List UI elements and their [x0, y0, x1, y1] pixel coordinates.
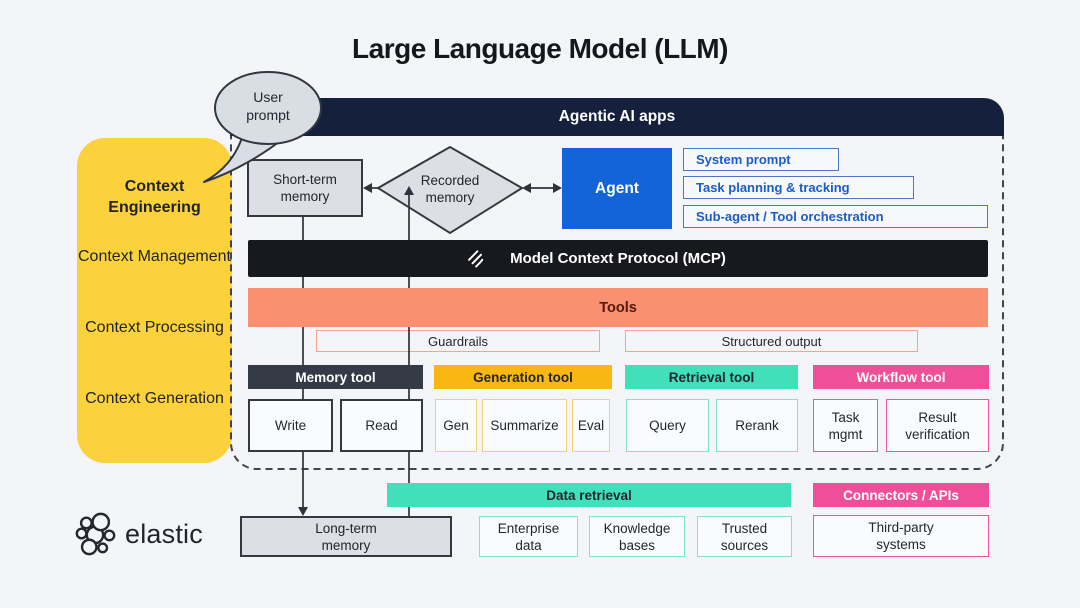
arrowhead-left-icon: [363, 183, 372, 193]
knowledge-bases-box: Knowledge bases: [589, 516, 685, 557]
arrowhead-down-icon: [298, 507, 308, 516]
page-title: Large Language Model (LLM): [352, 33, 728, 64]
data-retrieval-bar: Data retrieval: [387, 483, 791, 507]
mcp-bar: Model Context Protocol (MCP): [248, 240, 988, 277]
generation-tool-summarize: Summarize: [482, 399, 567, 452]
context-panel-item: Context Processing: [85, 319, 224, 336]
short-term-memory-label: Short-term memory: [273, 172, 337, 204]
generation-tool-eval: Eval: [572, 399, 610, 452]
retrieval-tool-header: Retrieval tool: [625, 365, 798, 389]
context-engineering-panel: [77, 138, 232, 463]
context-panel-item: Context Generation: [85, 390, 224, 407]
memory-tool-write: Write: [248, 399, 333, 452]
brand-lockup: elastic: [72, 510, 203, 558]
trusted-sources-box: Trusted sources: [697, 516, 792, 557]
workflow-tool-result-verification: Result verification: [886, 399, 989, 452]
guardrails-box: Guardrails: [316, 330, 600, 352]
brand-name: elastic: [125, 518, 203, 549]
mcp-label: Model Context Protocol (MCP): [510, 250, 726, 267]
long-term-memory-box: Long-term memory: [240, 516, 452, 557]
arrowhead-right-icon: [553, 183, 562, 193]
arrowhead-up-icon: [404, 186, 414, 195]
elastic-cluster-logo: [75, 512, 116, 556]
generation-tool-gen: Gen: [435, 399, 477, 452]
context-panel-item: Context Management: [78, 248, 231, 265]
structured-output-box: Structured output: [625, 330, 918, 352]
recorded-memory-label: Recorded memory: [420, 173, 480, 205]
memory-tool-read: Read: [340, 399, 423, 452]
capability-task-planning: Task planning & tracking: [683, 176, 914, 199]
enterprise-data-box: Enterprise data: [479, 516, 578, 557]
third-party-systems-box: Third-party systems: [813, 515, 989, 557]
capability-system-prompt: System prompt: [683, 148, 839, 171]
retrieval-tool-query: Query: [626, 399, 709, 452]
short-term-memory-box: Short-term memory: [247, 159, 363, 217]
retrieval-tool-rerank: Rerank: [716, 399, 798, 452]
speech-bubble: [203, 71, 322, 183]
capability-subagent-orchestration: Sub-agent / Tool orchestration: [683, 205, 988, 228]
workflow-tool-header: Workflow tool: [813, 365, 989, 389]
connectors-apis-bar: Connectors / APIs: [813, 483, 989, 507]
context-panel-heading: Context Engineering: [108, 178, 201, 216]
memory-tool-header: Memory tool: [248, 365, 423, 389]
mcp-logo-icon: [468, 250, 484, 268]
generation-tool-header: Generation tool: [434, 365, 612, 389]
arrowhead-left-icon: [522, 183, 531, 193]
user-prompt-bubble-label: User prompt: [246, 89, 290, 123]
agentic-ai-apps-header: Agentic AI apps: [230, 98, 1004, 136]
tools-bar: Tools: [248, 288, 988, 327]
long-term-memory-label: Long-term memory: [315, 520, 377, 553]
workflow-tool-task-mgmt: Task mgmt: [813, 399, 878, 452]
agent-box: Agent: [562, 148, 672, 229]
